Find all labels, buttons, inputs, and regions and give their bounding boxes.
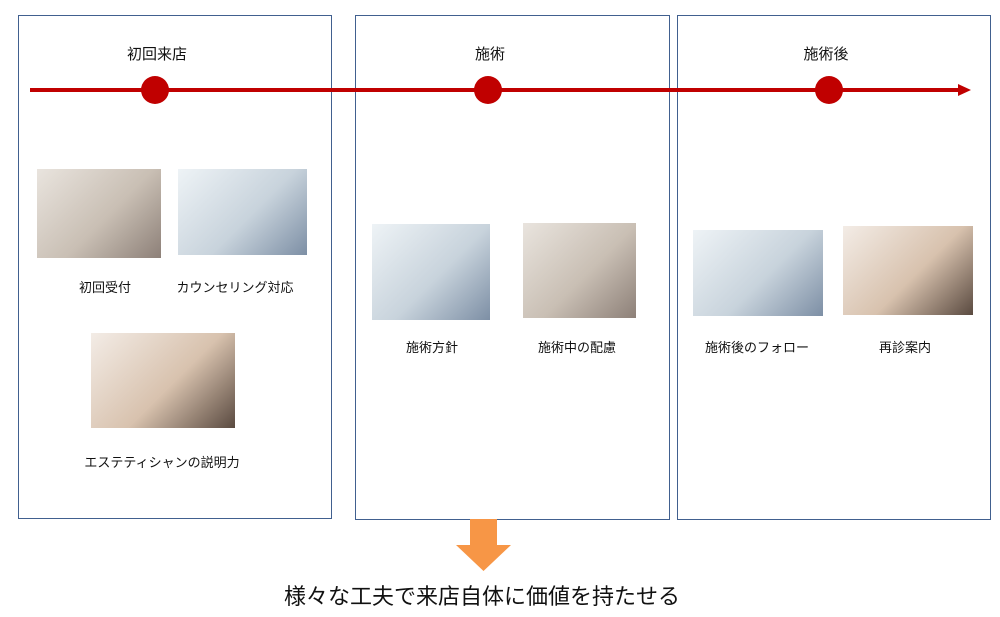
- item-caption: 再診案内: [878, 341, 932, 356]
- conclusion-text: 様々な工夫で来店自体に価値を持たせる: [283, 585, 681, 610]
- photo-reception: [37, 169, 161, 258]
- item-caption: 施術後のフォロー: [704, 341, 810, 356]
- down-arrow-icon: [456, 519, 511, 571]
- timeline-dot-first-visit: [141, 76, 169, 104]
- stage-title: 初回来店: [126, 45, 188, 63]
- stage-title: 施術後: [803, 45, 849, 63]
- photo-revisit-guidance: [843, 226, 973, 315]
- photo-treatment-policy: [372, 224, 490, 320]
- item-caption: エステティシャンの説明力: [84, 456, 240, 471]
- item-caption: 施術中の配慮: [537, 341, 617, 356]
- stage-title: 施術: [474, 45, 506, 63]
- item-caption: 施術方針: [405, 341, 459, 356]
- photo-treatment-care: [523, 223, 636, 318]
- photo-follow-up: [693, 230, 823, 316]
- item-caption: 初回受付: [78, 281, 132, 296]
- photo-esthetician-explanation: [91, 333, 235, 428]
- photo-counseling: [178, 169, 307, 255]
- timeline-dot-treatment: [474, 76, 502, 104]
- stage-box-treatment: [355, 15, 670, 520]
- stage-box-first-visit: [18, 15, 332, 519]
- item-caption: カウンセリング対応: [176, 281, 294, 296]
- stage-box-after-treatment: [677, 15, 991, 520]
- timeline-dot-after-treatment: [815, 76, 843, 104]
